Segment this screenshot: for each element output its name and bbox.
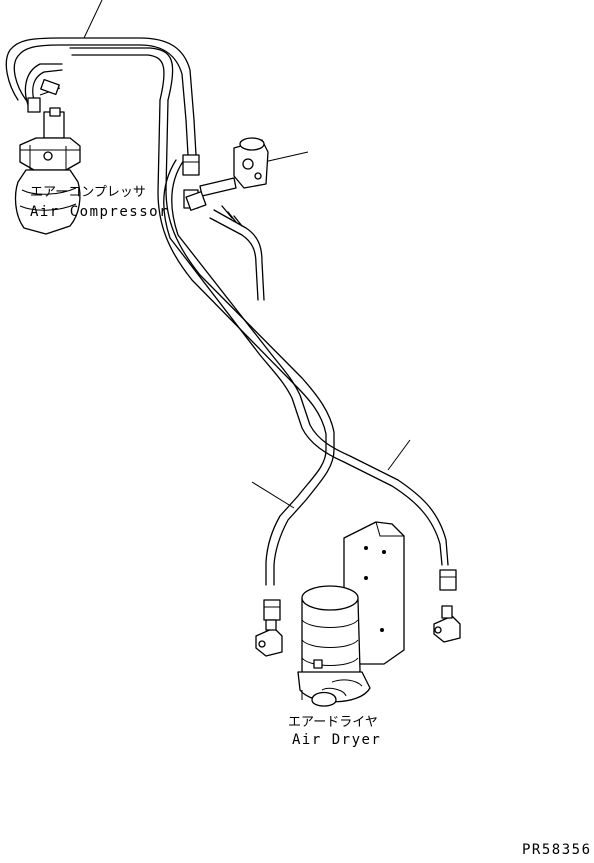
- relay-valve-icon: [185, 137, 269, 211]
- dryer-inlet-pipe: [69, 47, 335, 586]
- dryer-right-elbow: [433, 569, 461, 643]
- drawing-number: PR58356: [522, 842, 592, 858]
- leader-line-valve: [263, 151, 309, 163]
- air-dryer-icon: [297, 585, 371, 707]
- compressor-label-jp: エアーコンプレッサ: [30, 185, 146, 200]
- dryer-label-jp: エアードライヤ: [288, 715, 378, 730]
- dryer-left-elbow: [255, 599, 283, 657]
- compressor-outlet-hose: [24, 63, 63, 113]
- leader-line-left-pipe: [251, 481, 295, 509]
- main-air-pipe: [5, 37, 449, 566]
- leader-line-right-pipe: [387, 439, 411, 471]
- leader-line-top: [83, 0, 103, 39]
- flexible-hose-mid: [209, 205, 265, 301]
- dryer-label-en: Air Dryer: [292, 732, 382, 748]
- compressor-label-en: Air Compressor: [30, 204, 170, 220]
- air-compressor-icon: [14, 107, 81, 235]
